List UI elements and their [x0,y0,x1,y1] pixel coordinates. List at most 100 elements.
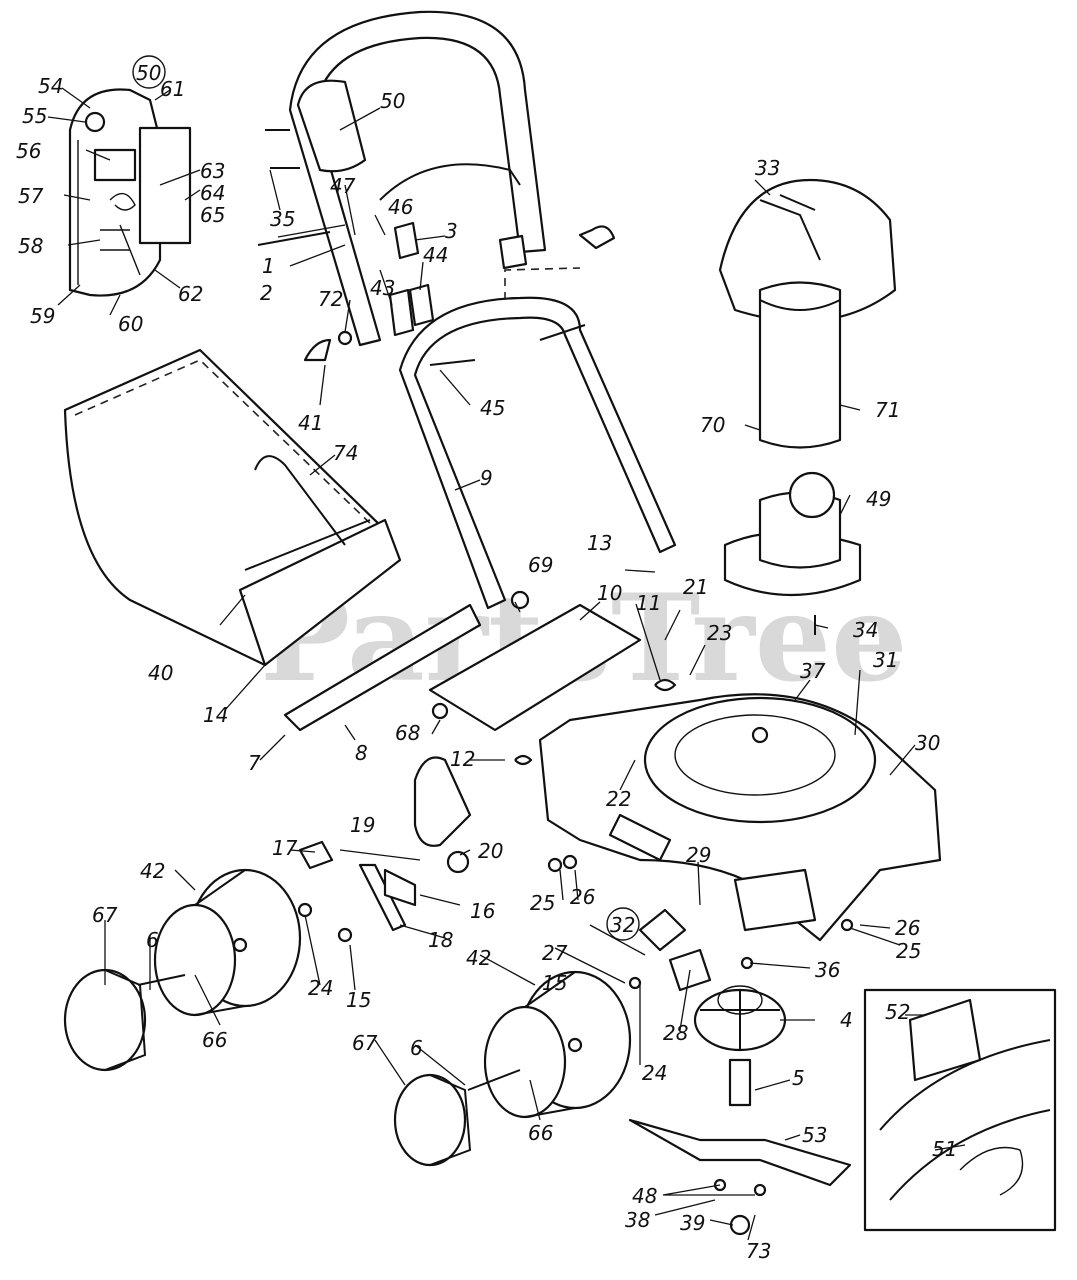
callout-54: 54 [38,74,63,98]
callout-66-right: 66 [528,1121,553,1145]
callout-42-right: 42 [466,946,491,970]
callout-30: 30 [915,731,940,755]
callout-34: 34 [853,618,878,642]
switch-box-detail [68,88,192,297]
lower-handle [398,267,677,610]
callout-52: 52 [885,1000,910,1024]
callout-71: 71 [875,398,900,422]
callout-68: 68 [395,721,420,745]
callout-11: 11 [636,591,661,615]
callout-4: 4 [840,1008,853,1032]
callout-19: 19 [350,813,375,837]
callout-37: 37 [800,659,826,683]
callout-39: 39 [680,1211,705,1235]
callout-12: 12 [450,747,475,771]
callout-25: 25 [530,891,555,915]
right-hubcap [393,1069,521,1167]
callout-6-right: 6 [410,1036,423,1060]
callout-57: 57 [18,184,44,208]
callout-67-left: 67 [92,903,118,927]
callout-56: 56 [16,139,41,163]
callout-41: 41 [298,411,323,435]
mower-deck [413,693,942,942]
callout-labels: 54 55 56 57 58 59 60 61 62 63 64 65 50 5… [16,55,957,1263]
callout-3: 3 [445,219,458,243]
callout-73: 73 [746,1239,771,1263]
callout-62: 62 [178,282,203,306]
callout-67-right: 67 [352,1031,378,1055]
callout-63: 63 [200,159,225,183]
callout-24-right: 24 [642,1061,667,1085]
callout-72: 72 [318,287,343,311]
callout-31: 31 [873,648,898,672]
callout-58: 58 [18,234,43,258]
callout-38: 38 [625,1208,650,1232]
callout-23: 23 [707,621,732,645]
callout-9: 9 [480,466,493,490]
callout-25-right: 25 [896,939,921,963]
callout-45: 45 [480,396,505,420]
callout-14: 14 [203,703,228,727]
callout-42-left: 42 [140,859,165,883]
callout-22: 22 [606,787,631,811]
callout-1: 1 [262,254,275,278]
callout-circle-32 [606,907,640,941]
upper-handle [257,10,616,362]
callout-69: 69 [528,553,553,577]
callout-43: 43 [370,276,395,300]
callout-48: 48 [632,1184,657,1208]
fan-and-blade [628,985,852,1236]
callout-21: 21 [683,575,708,599]
callout-44: 44 [423,243,448,267]
callout-53: 53 [802,1123,827,1147]
callout-20: 20 [478,839,503,863]
callout-16: 16 [470,899,495,923]
callout-51: 51 [932,1137,957,1161]
callout-10: 10 [597,581,622,605]
callout-24-left: 24 [308,976,333,1000]
callout-50-circled: 50 [136,61,161,85]
callout-49: 49 [866,487,891,511]
leader-lines [47,87,966,1241]
callout-5: 5 [792,1066,805,1090]
callout-2: 2 [260,281,273,305]
callout-35: 35 [270,207,295,231]
misc-parts [297,702,854,992]
callout-15-right: 15 [542,971,567,995]
callout-circle-50 [132,55,166,89]
callout-55: 55 [22,104,47,128]
callout-6-left: 6 [146,928,159,952]
callout-18: 18 [428,928,453,952]
left-hubcap [63,968,186,1072]
callout-66-left: 66 [202,1028,227,1052]
callout-47: 47 [330,174,356,198]
inset-detail [863,988,1057,1232]
rear-deflector [283,590,677,766]
callout-46: 46 [388,195,413,219]
callout-74: 74 [333,441,358,465]
callout-13: 13 [587,531,612,555]
callout-28: 28 [663,1021,688,1045]
callout-29: 29 [686,843,711,867]
grass-bag [63,348,402,667]
callout-59: 59 [30,304,55,328]
callout-64: 64 [200,181,225,205]
right-front-wheel [483,970,632,1119]
callout-26-right: 26 [895,916,920,940]
callout-15-left: 15 [346,988,371,1012]
callout-36: 36 [815,958,840,982]
callout-61: 61 [160,77,185,101]
callout-40: 40 [148,661,173,685]
callout-70: 70 [700,413,725,437]
callout-32-circled: 32 [610,913,635,937]
left-rear-wheel [153,868,302,1017]
callout-17: 17 [272,836,298,860]
callout-33: 33 [755,156,780,180]
callout-26: 26 [570,885,595,909]
callout-65: 65 [200,203,225,227]
callout-60: 60 [118,312,143,336]
motor-assembly [718,178,897,635]
callout-7: 7 [248,751,261,775]
callout-27: 27 [542,941,568,965]
